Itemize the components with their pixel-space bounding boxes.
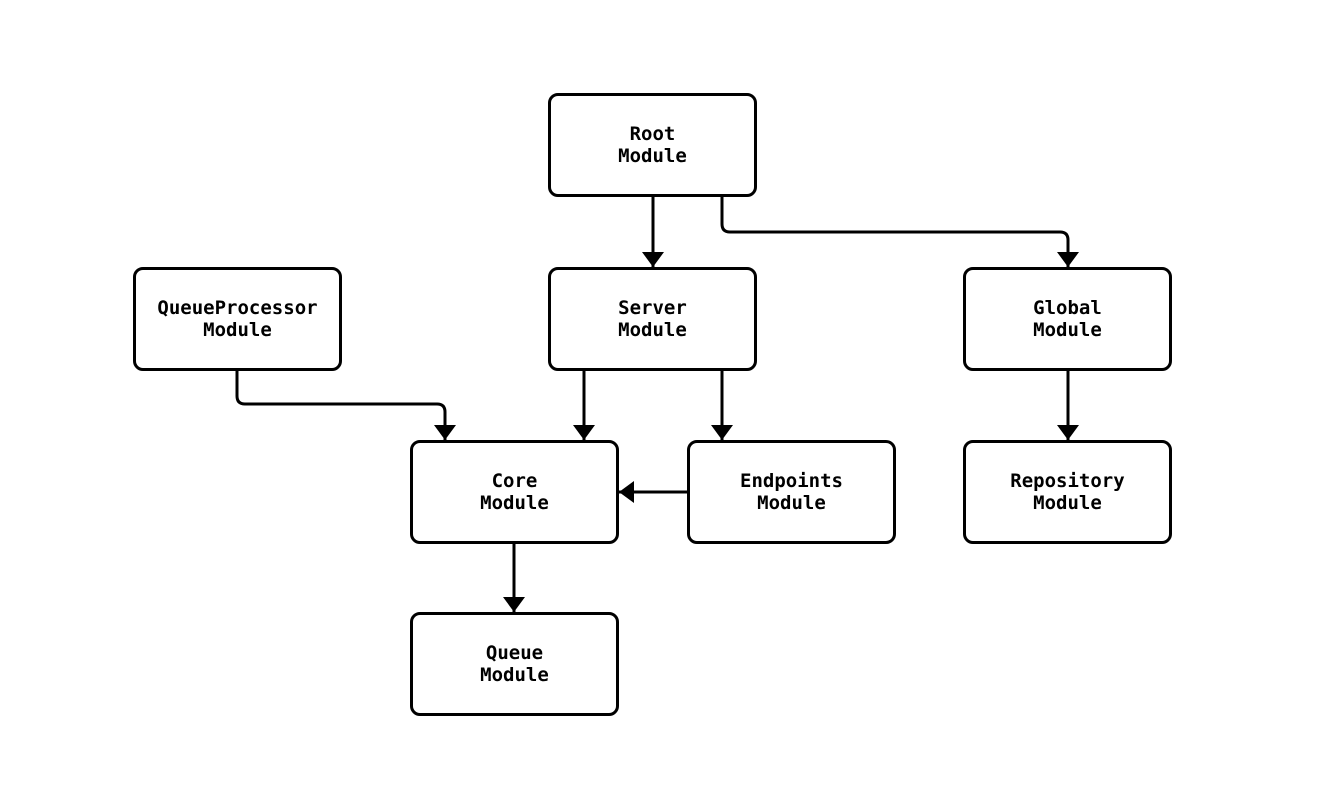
edge-queueprocessor-to-core [235,371,456,440]
root-module-label: Root Module [618,123,687,167]
edge-group [235,197,1079,612]
queue-module-label: Queue Module [480,642,549,686]
repository-module-node: Repository Module [963,440,1172,544]
queue-module-node: Queue Module [410,612,619,716]
global-module-label: Global Module [1033,297,1102,341]
global-module-node: Global Module [963,267,1172,371]
server-module-node: Server Module [548,267,757,371]
repository-module-label: Repository Module [1010,470,1125,514]
server-module-label: Server Module [618,297,687,341]
root-module-node: Root Module [548,93,757,197]
queueprocessor-module-node: QueueProcessor Module [133,267,342,371]
core-module-label: Core Module [480,470,549,514]
endpoints-module-node: Endpoints Module [687,440,896,544]
queueprocessor-module-label: QueueProcessor Module [157,297,318,341]
core-module-node: Core Module [410,440,619,544]
edge-root-to-global [720,197,1079,267]
endpoints-module-label: Endpoints Module [740,470,843,514]
